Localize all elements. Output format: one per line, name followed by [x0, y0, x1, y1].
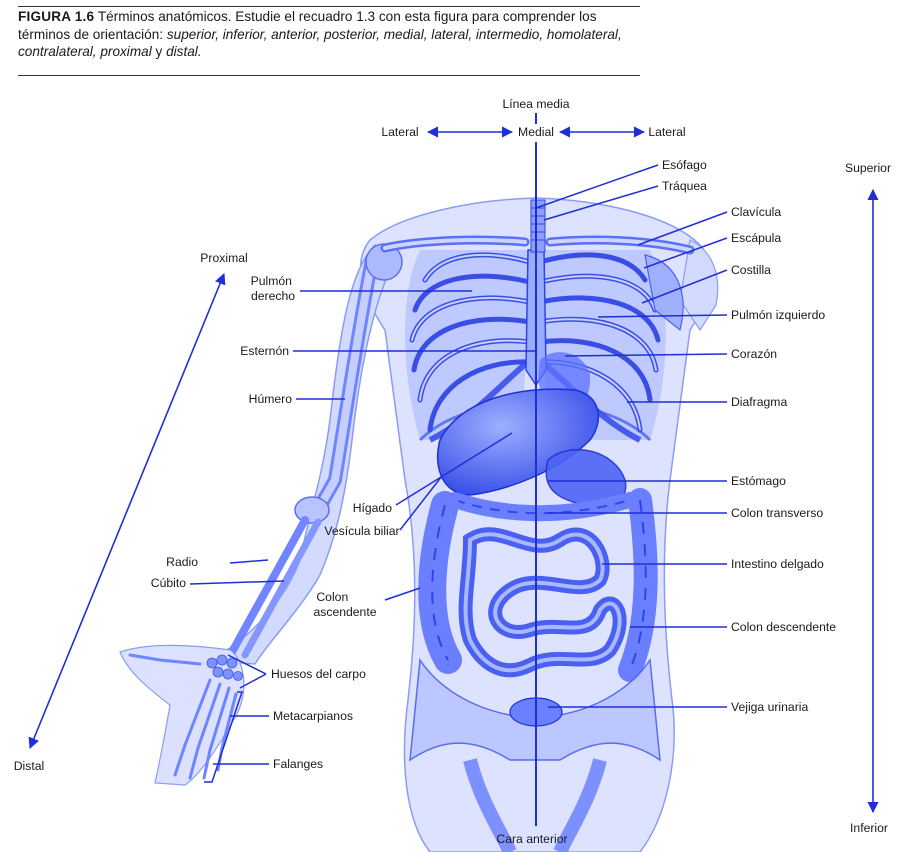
label-lateral-right: Lateral: [648, 125, 685, 139]
label-estomago: Estómago: [731, 474, 786, 488]
label-falanges: Falanges: [273, 757, 323, 771]
label-inferior: Inferior: [850, 821, 888, 835]
caption-terms: superior, inferior, anterior, posterior,…: [18, 26, 622, 60]
label-anterior-face: Cara anterior: [496, 832, 567, 846]
caption-last-term: distal.: [166, 44, 202, 59]
pelvis: [409, 657, 661, 852]
label-vesicula-biliar: Vesícula biliar: [324, 524, 399, 538]
label-intestino-delgado: Intestino delgado: [731, 557, 824, 571]
labels-right: Esófago Tráquea Clavícula Escápula Costi…: [662, 158, 836, 714]
label-higado: Hígado: [353, 501, 393, 515]
label-radio: Radio: [166, 555, 198, 569]
orientation-arrows: [28, 126, 879, 814]
caption-text: Términos anatómicos. Estudie el recuadro…: [18, 9, 597, 42]
leader-lines: [189, 164, 728, 783]
label-colon-transverso: Colon transverso: [731, 506, 823, 520]
label-diafragma: Diafragma: [731, 395, 787, 409]
small-intestine: [458, 527, 627, 678]
caption-top-rule: [18, 6, 640, 7]
label-humero: Húmero: [249, 392, 293, 406]
label-huesos-del-carpo: Huesos del carpo: [271, 667, 366, 681]
label-colon-ascendente: Colon ascendente: [313, 590, 376, 619]
label-pulmon-derecho: Pulmón derecho: [251, 274, 296, 303]
label-proximal: Proximal: [200, 251, 247, 265]
label-costilla: Costilla: [731, 263, 771, 277]
label-cubito: Cúbito: [151, 576, 186, 590]
label-esofago: Esófago: [662, 158, 707, 172]
label-escapula: Escápula: [731, 231, 781, 245]
proximal-distal-arrow: [28, 272, 226, 750]
label-pulmon-izquierdo: Pulmón izquierdo: [731, 308, 825, 322]
ascending-colon: [418, 491, 462, 674]
label-corazon: Corazón: [731, 347, 777, 361]
transverse-colon: [447, 492, 638, 522]
label-metacarpianos: Metacarpianos: [273, 709, 353, 723]
liver: [436, 388, 600, 496]
arm-bones: [228, 243, 403, 659]
shoulder-girdle: [380, 235, 695, 332]
trachea: [530, 199, 546, 253]
label-clavicula: Clavícula: [731, 205, 781, 219]
label-vejiga-urinaria: Vejiga urinaria: [731, 700, 808, 714]
figure-caption: FIGURA 1.6 Términos anatómicos. Estudie …: [18, 8, 640, 61]
label-medial: Medial: [518, 125, 554, 139]
caption-conjunction: y: [155, 44, 163, 59]
label-midline: Línea media: [502, 97, 569, 111]
label-esternon: Esternón: [240, 344, 289, 358]
labels-left: Pulmón derecho Esternón Húmero Hígado Ve…: [151, 274, 400, 771]
figure-number: FIGURA 1.6: [18, 9, 95, 24]
orientation-labels: Línea media Lateral Medial Lateral Super…: [14, 97, 891, 846]
label-colon-descendente: Colon descendente: [731, 620, 836, 634]
label-distal: Distal: [14, 759, 44, 773]
label-traquea: Tráquea: [662, 179, 707, 193]
label-superior: Superior: [845, 161, 891, 175]
caption-bottom-rule: [18, 75, 640, 76]
descending-colon: [618, 488, 658, 682]
label-lateral-left: Lateral: [381, 125, 418, 139]
